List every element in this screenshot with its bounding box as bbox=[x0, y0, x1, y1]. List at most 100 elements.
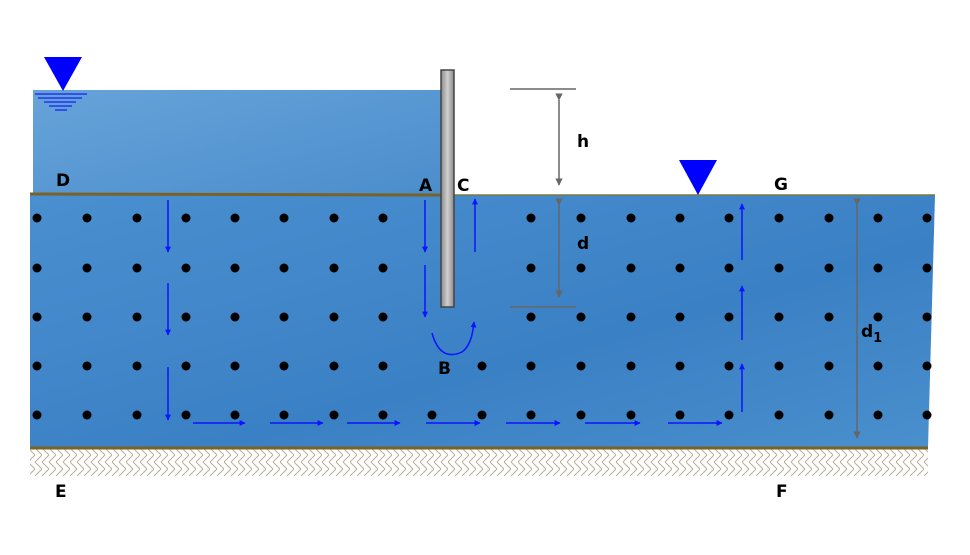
label-d: d bbox=[577, 234, 589, 254]
soil-particle bbox=[675, 263, 685, 273]
soil-particle bbox=[279, 312, 289, 322]
upstream-ground-line bbox=[29, 192, 443, 197]
soil-particle bbox=[626, 361, 636, 371]
soil-particle bbox=[724, 312, 734, 322]
soil-particle bbox=[626, 312, 636, 322]
soil-particle bbox=[576, 410, 586, 420]
soil-particle bbox=[526, 312, 536, 322]
soil-particle bbox=[477, 361, 487, 371]
soil-particle bbox=[378, 312, 388, 322]
soil-particle bbox=[32, 213, 42, 223]
soil-particle bbox=[675, 312, 685, 322]
soil-particle bbox=[873, 312, 883, 322]
soil-particle bbox=[230, 312, 240, 322]
soil-particle bbox=[82, 213, 92, 223]
soil-particle bbox=[279, 263, 289, 273]
soil-particle bbox=[724, 410, 734, 420]
soil-particle bbox=[132, 410, 142, 420]
soil-particles bbox=[32, 213, 932, 420]
soil-particle bbox=[824, 213, 834, 223]
soil-particle bbox=[922, 312, 932, 322]
soil-particle bbox=[922, 361, 932, 371]
soil-particle bbox=[526, 263, 536, 273]
soil-particle bbox=[181, 312, 191, 322]
soil-particle bbox=[774, 213, 784, 223]
soil-particle bbox=[626, 410, 636, 420]
soil-particle bbox=[32, 410, 42, 420]
dimension-h bbox=[510, 88, 576, 186]
soil-particle bbox=[132, 263, 142, 273]
soil-particle bbox=[873, 213, 883, 223]
soil-particle bbox=[329, 213, 339, 223]
soil-particle bbox=[724, 213, 734, 223]
soil-particle bbox=[181, 361, 191, 371]
soil-particle bbox=[824, 263, 834, 273]
soil-particle bbox=[576, 312, 586, 322]
soil-particle bbox=[329, 312, 339, 322]
downstream-water-level-triangle-icon bbox=[679, 160, 717, 195]
upstream-water bbox=[33, 90, 443, 196]
label-h: h bbox=[577, 132, 589, 152]
soil-particle bbox=[329, 263, 339, 273]
soil-particle bbox=[626, 213, 636, 223]
soil-particle bbox=[774, 263, 784, 273]
soil-particle bbox=[526, 410, 536, 420]
soil-particle bbox=[526, 361, 536, 371]
soil-particle bbox=[378, 263, 388, 273]
soil-particle bbox=[230, 361, 240, 371]
soil-particle bbox=[378, 410, 388, 420]
soil-layer bbox=[30, 195, 935, 448]
soil-particle bbox=[181, 410, 191, 420]
soil-particle bbox=[675, 410, 685, 420]
soil-particle bbox=[132, 213, 142, 223]
soil-particle bbox=[824, 312, 834, 322]
soil-particle bbox=[32, 361, 42, 371]
soil-particle bbox=[873, 410, 883, 420]
soil-particle bbox=[230, 263, 240, 273]
flow-curve-around-pile bbox=[431, 321, 477, 356]
soil-particle bbox=[724, 263, 734, 273]
soil-particle bbox=[230, 213, 240, 223]
soil-particle bbox=[132, 312, 142, 322]
soil-particle bbox=[774, 410, 784, 420]
soil-particle bbox=[626, 263, 636, 273]
water-level-triangle-icon bbox=[44, 57, 82, 91]
soil-particle bbox=[279, 213, 289, 223]
soil-particle bbox=[576, 263, 586, 273]
soil-particle bbox=[873, 263, 883, 273]
soil-particle bbox=[82, 263, 92, 273]
soil-particle bbox=[378, 213, 388, 223]
soil-particle bbox=[675, 361, 685, 371]
soil-particle bbox=[230, 410, 240, 420]
soil-particle bbox=[82, 312, 92, 322]
soil-particle bbox=[329, 361, 339, 371]
label-E: E bbox=[55, 482, 67, 502]
soil-particle bbox=[922, 213, 932, 223]
soil-particle bbox=[576, 361, 586, 371]
soil-particle bbox=[82, 361, 92, 371]
soil-particle bbox=[132, 361, 142, 371]
label-D: D bbox=[56, 171, 70, 191]
soil-particle bbox=[82, 410, 92, 420]
dimension-d bbox=[510, 198, 576, 308]
soil-particle bbox=[922, 263, 932, 273]
label-B: B bbox=[438, 359, 451, 379]
soil-particle bbox=[427, 410, 437, 420]
label-d1: d1 bbox=[861, 322, 882, 346]
soil-particle bbox=[724, 361, 734, 371]
ground-hatching bbox=[30, 449, 928, 476]
flow-lines bbox=[165, 198, 745, 426]
soil-particle bbox=[32, 312, 42, 322]
soil-particle bbox=[576, 213, 586, 223]
soil-particle bbox=[774, 312, 784, 322]
soil-particle bbox=[824, 410, 834, 420]
soil-particle bbox=[279, 361, 289, 371]
label-F: F bbox=[776, 482, 788, 502]
soil-particle bbox=[477, 410, 487, 420]
soil-particle bbox=[279, 410, 289, 420]
soil-particle bbox=[378, 361, 388, 371]
label-G: G bbox=[774, 175, 788, 195]
soil-particle bbox=[675, 213, 685, 223]
